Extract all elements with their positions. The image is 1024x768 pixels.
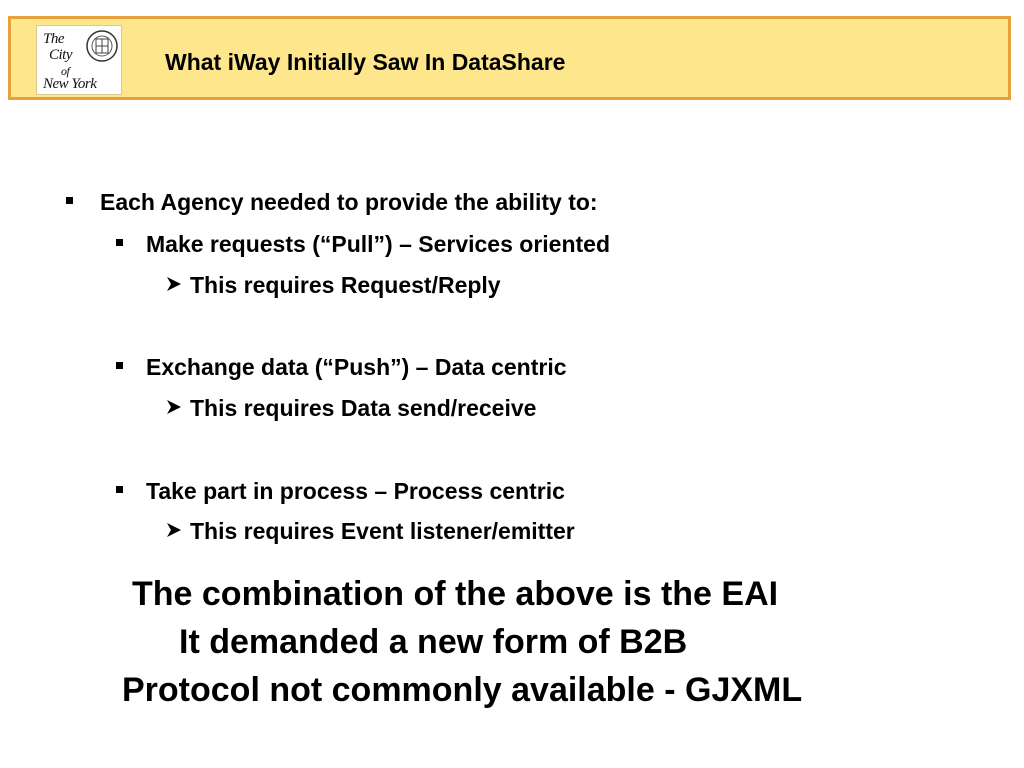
logo-word-of: of: [61, 64, 70, 78]
arrow-bullet-icon: [167, 523, 181, 537]
closing-line-1: The combination of the above is the EAI: [132, 575, 779, 613]
square-bullet-icon: [116, 239, 123, 246]
city-of-new-york-logo: The City of New York: [36, 25, 122, 95]
closing-line-2: It demanded a new form of B2B: [179, 623, 688, 661]
header-band: The City of New York What iWay Initially…: [8, 16, 1011, 100]
bullet-level3-text: This requires Request/Reply: [190, 272, 501, 298]
arrow-bullet-icon: [167, 400, 181, 414]
square-bullet-icon: [116, 362, 123, 369]
square-bullet-icon: [116, 486, 123, 493]
arrow-bullet-icon: [167, 277, 181, 291]
closing-line-3: Protocol not commonly available - GJXML: [122, 671, 803, 709]
bullet-level2-text: Make requests (“Pull”) – Services orient…: [146, 231, 611, 257]
bullet-level3-text: This requires Event listener/emitter: [190, 518, 575, 544]
slide-title: What iWay Initially Saw In DataShare: [165, 49, 566, 75]
bullet-level1-text: Each Agency needed to provide the abilit…: [100, 189, 598, 215]
bullet-level3-text: This requires Data send/receive: [190, 395, 537, 421]
logo-word-city: City: [49, 47, 73, 63]
bullet-level2-text: Take part in process – Process centric: [146, 478, 565, 504]
logo-word-new-york: New York: [43, 76, 97, 92]
city-seal-icon: [86, 30, 118, 62]
logo-word-the: The: [43, 31, 65, 47]
square-bullet-icon: [66, 197, 73, 204]
bullet-level2-text: Exchange data (“Push”) – Data centric: [146, 354, 567, 380]
